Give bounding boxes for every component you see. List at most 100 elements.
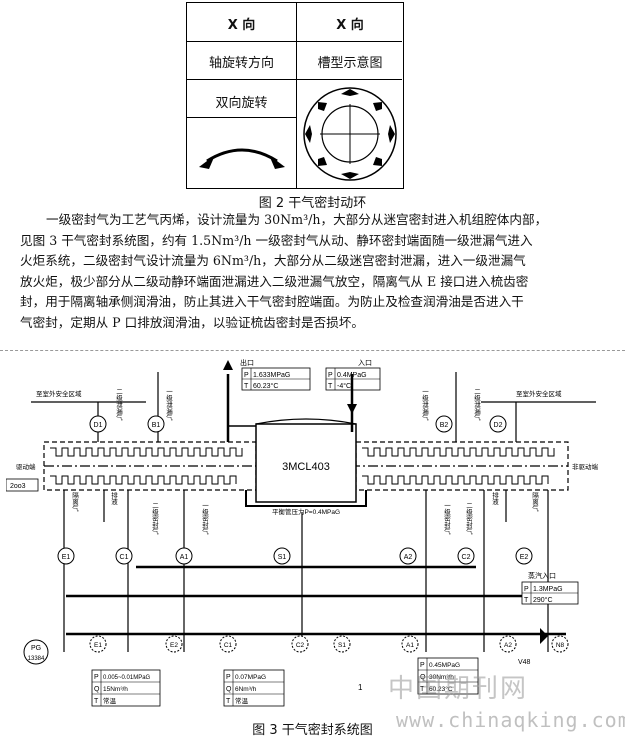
table-rule <box>187 41 402 42</box>
node-B2 <box>435 415 453 433</box>
inlet-pressure: 0.4MPaG <box>337 372 367 379</box>
node-S1-low <box>333 635 351 653</box>
tag-2oo3-box <box>6 478 39 492</box>
figure-2-caption: 图 2 干气密封动环 <box>258 196 367 211</box>
svg-text:Q: Q <box>420 674 426 681</box>
box1: PQT 0.005~0.01MPaG 15Nm³/h 常温 <box>91 669 161 707</box>
bidirectional-arrow-icon <box>199 148 285 169</box>
compressor-label: 3MCL403 <box>282 461 330 473</box>
seal-ring-table: X 向 X 向 轴旋转方向 槽型示意图 双向旋转 <box>186 2 404 189</box>
box3: PQT 0.45MPaG 30Nm³/h 60.23°C <box>417 657 479 695</box>
inlet-label: 入口 <box>358 359 372 367</box>
svg-text:D1: D1 <box>94 422 103 429</box>
table-header-right: X 向 <box>336 18 364 33</box>
svg-text:C1: C1 <box>224 642 233 649</box>
outlet-pressure: 1.633MPaG <box>253 372 290 379</box>
svg-text:N8: N8 <box>556 642 565 649</box>
svg-text:30Nm³/h: 30Nm³/h <box>429 674 454 681</box>
svg-text:隔离气: 隔离气 <box>531 491 539 512</box>
svg-text:6Nm³/h: 6Nm³/h <box>235 686 257 693</box>
steam-inlet-label: 蒸汽入口 <box>528 571 556 580</box>
balance-pipe <box>245 490 367 507</box>
node-A2 <box>399 547 417 565</box>
node-N8 <box>551 635 569 653</box>
svg-text:一级密封气: 一级密封气 <box>443 502 451 535</box>
node-C1-low <box>219 635 237 653</box>
node-D1 <box>89 415 107 433</box>
left-lower-teeth <box>50 475 237 485</box>
drive-end-label: 驱动端 <box>16 462 36 471</box>
svg-text:15Nm³/h: 15Nm³/h <box>103 686 128 693</box>
node-S1 <box>273 547 291 565</box>
svg-text:隔离气: 隔离气 <box>71 491 79 512</box>
svg-text:排液: 排液 <box>110 491 118 507</box>
svg-text:A1: A1 <box>180 554 189 561</box>
svg-text:S1: S1 <box>338 642 346 649</box>
svg-text:B1: B1 <box>152 422 161 429</box>
svg-text:Q: Q <box>226 686 232 693</box>
svg-text:P: P <box>244 372 249 379</box>
node-E2 <box>515 547 533 565</box>
svg-text:E2: E2 <box>520 554 529 561</box>
inlet-arrow-icon <box>347 404 357 414</box>
svg-text:A2: A2 <box>404 554 413 561</box>
watermark-cn: 中国期刊网 <box>388 674 529 704</box>
svg-text:A2: A2 <box>504 642 512 649</box>
svg-text:P: P <box>226 674 231 681</box>
svg-text:常温: 常温 <box>235 696 249 705</box>
node-C2 <box>457 547 475 565</box>
paragraph-line: 见图 3 干气密封系统图，约有 1.5Nm³/h 一级密封气从动、静环密封端面随… <box>20 232 533 248</box>
node-E2-low <box>165 635 183 653</box>
svg-text:S1: S1 <box>278 554 287 561</box>
steam-pressure: 1.3MPaG <box>533 586 563 593</box>
inlet-temperature: -4°C <box>337 382 351 390</box>
svg-text:T: T <box>226 698 231 705</box>
vertical-labels: 二级泄漏气 一级泄漏气 隔离气 排液 二级密封气 一级密封气 一级泄漏气 二级泄… <box>71 388 539 535</box>
outlet-label: 出口 <box>240 358 254 367</box>
paragraph-line: 气密封，定期从 P 口排放润滑油，以验证梳齿密封是否损坏。 <box>20 314 364 330</box>
svg-text:T: T <box>524 597 529 604</box>
node-D2 <box>489 415 507 433</box>
svg-text:一级泄漏气: 一级泄漏气 <box>421 388 429 421</box>
svg-text:C1: C1 <box>120 554 129 561</box>
right-lower-teeth <box>362 475 549 485</box>
svg-text:C2: C2 <box>462 554 471 561</box>
rotation-direction-label: 轴旋转方向 <box>208 56 274 71</box>
svg-text:C2: C2 <box>296 642 305 649</box>
node-C1 <box>115 547 133 565</box>
page-break-line <box>0 350 625 351</box>
svg-text:P: P <box>94 674 99 681</box>
node-C2-low <box>291 635 309 653</box>
mark-1: 1 <box>358 683 363 692</box>
outlet-temperature: 60.23°C <box>253 382 278 390</box>
pg-label: PG <box>31 645 41 652</box>
node-E1-low <box>89 635 107 653</box>
svg-text:一级密封气: 一级密封气 <box>201 502 209 535</box>
valve-tag: V48 <box>518 659 531 666</box>
dry-gas-seal-system-diagram: 3MCL403 出口 PT 1.633MPaG 60.23°C 入口 PT 0.… <box>6 358 599 707</box>
outlet-connection <box>227 425 256 442</box>
pressure-gauge-icon <box>23 639 49 665</box>
figure-3-caption: 图 3 干气密封系统图 <box>252 723 373 738</box>
node-A1-low <box>401 635 419 653</box>
svg-text:T: T <box>244 383 249 390</box>
svg-text:0.45MPaG: 0.45MPaG <box>429 662 460 669</box>
pg-tag: 13384 <box>28 656 45 662</box>
svg-text:0.07MPaG: 0.07MPaG <box>235 674 266 681</box>
svg-text:60.23°C: 60.23°C <box>429 685 453 693</box>
svg-text:E1: E1 <box>62 554 71 561</box>
node-A1 <box>175 547 193 565</box>
table-header-left: X 向 <box>227 18 256 33</box>
table-rule <box>187 117 296 118</box>
valve-icon <box>540 628 548 644</box>
bidirectional-label: 双向旋转 <box>215 96 268 111</box>
svg-text:0.005~0.01MPaG: 0.005~0.01MPaG <box>103 675 151 681</box>
left-upper-teeth <box>50 447 243 457</box>
svg-text:二级泄漏气: 二级泄漏气 <box>473 388 481 421</box>
outlet-arrow-icon <box>223 360 233 370</box>
right-upper-teeth <box>362 447 555 457</box>
groove-ring-icon <box>303 87 397 181</box>
svg-text:E1: E1 <box>94 642 102 649</box>
svg-text:一级泄漏气: 一级泄漏气 <box>165 388 173 421</box>
svg-text:常温: 常温 <box>103 696 117 705</box>
